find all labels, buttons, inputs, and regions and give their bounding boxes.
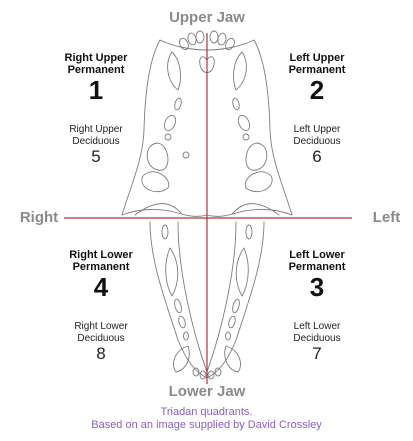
lower-jaw-label: Lower Jaw xyxy=(168,383,246,400)
tooth-lower-left-carnassial xyxy=(235,247,249,297)
tooth-upper-right-premolar xyxy=(174,97,182,111)
tooth-upper-left-molar xyxy=(242,133,250,141)
tooth-lower-left-premolar xyxy=(225,331,231,341)
caption-line: Based on an image supplied by David Cros… xyxy=(91,419,322,431)
quadrant-permanent-number: 3 xyxy=(309,272,325,302)
tooth-lower-incisor xyxy=(207,370,215,380)
quadrant-deciduous-label: Right Upper xyxy=(69,124,123,135)
quadrant-permanent-number: 2 xyxy=(309,75,325,105)
tooth-upper-incisor xyxy=(195,30,205,44)
tooth-upper-right-canine xyxy=(167,51,181,91)
tooth-lower-left-premolar xyxy=(232,298,240,314)
tooth-upper-right-carnassial xyxy=(146,142,169,171)
upper-jaw-outline xyxy=(121,39,293,216)
tooth-lower-left-molar xyxy=(245,224,253,240)
tooth-upper-incisor xyxy=(209,30,219,44)
tooth-upper-left-carnassial xyxy=(245,142,268,171)
quadrant-deciduous-label: Deciduous xyxy=(72,136,120,147)
quadrant-right-lower: Right Lower Permanent 4 Right Lower Deci… xyxy=(51,249,151,363)
quadrant-deciduous-label: Deciduous xyxy=(77,333,125,344)
tooth-lower-incisor xyxy=(199,370,207,380)
tooth-upper-right-molar xyxy=(141,171,170,192)
quadrant-deciduous-number: 7 xyxy=(312,344,322,363)
tooth-upper-right-premolar xyxy=(163,114,177,132)
tooth-lower-left-premolar xyxy=(228,315,236,329)
quadrant-deciduous-label: Deciduous xyxy=(293,333,341,344)
tooth-upper-incisor xyxy=(179,37,189,51)
quadrant-permanent-label: Permanent xyxy=(72,261,130,273)
quadrant-deciduous-label: Left Upper xyxy=(293,124,341,135)
tooth-upper-left-premolar xyxy=(232,97,240,111)
quadrant-permanent-label: Permanent xyxy=(288,64,346,76)
quadrant-deciduous-label: Left Lower xyxy=(293,321,341,332)
quadrant-permanent-label: Permanent xyxy=(288,261,346,273)
quadrant-permanent-label: Right Lower xyxy=(69,249,133,261)
tooth-upper-left-premolar xyxy=(237,114,251,132)
caption: Triadan quadrants. Based on an image sup… xyxy=(0,406,413,432)
quadrant-right-upper: Right Upper Permanent 1 Right Upper Deci… xyxy=(46,52,146,166)
tooth-upper-right-molar xyxy=(164,133,172,141)
quadrant-permanent-label: Left Upper xyxy=(289,52,345,64)
tooth-upper-left-molar xyxy=(244,171,273,192)
quadrant-permanent-label: Right Upper xyxy=(64,52,128,64)
tooth-lower-right-premolar xyxy=(174,298,182,314)
tooth-lower-right-carnassial xyxy=(165,247,179,297)
tooth-lower-left-canine xyxy=(224,345,241,373)
quadrant-deciduous-number: 8 xyxy=(96,344,106,363)
tooth-upper-left-canine xyxy=(233,51,247,91)
upper-jaw-label: Upper Jaw xyxy=(169,9,245,26)
tooth-lower-right-canine xyxy=(173,345,190,373)
quadrant-permanent-number: 1 xyxy=(88,75,104,105)
quadrant-deciduous-label: Right Lower xyxy=(74,321,128,332)
quadrant-deciduous-label: Deciduous xyxy=(293,136,341,147)
tooth-upper-incisor xyxy=(225,37,235,51)
quadrant-permanent-label: Permanent xyxy=(67,64,125,76)
tooth-lower-right-premolar xyxy=(178,315,186,329)
quadrant-deciduous-number: 5 xyxy=(91,147,101,166)
quadrant-deciduous-number: 6 xyxy=(312,147,322,166)
tooth-lower-right-molar xyxy=(161,224,169,240)
quadrant-left-lower: Left Lower Permanent 3 Left Lower Decidu… xyxy=(267,249,367,363)
right-side-label: Right xyxy=(19,209,59,226)
caption-line: Triadan quadrants. xyxy=(160,406,253,418)
tooth-lower-incisor xyxy=(214,367,222,377)
quadrant-left-upper: Left Upper Permanent 2 Left Upper Decidu… xyxy=(267,52,367,166)
tooth-lower-right-premolar xyxy=(183,331,189,341)
quadrant-permanent-label: Left Lower xyxy=(289,249,345,261)
tooth-lower-incisor xyxy=(192,367,200,377)
quadrant-permanent-number: 4 xyxy=(93,272,109,302)
left-side-label: Left xyxy=(372,209,401,226)
tooth-upper-incisor xyxy=(217,32,227,46)
